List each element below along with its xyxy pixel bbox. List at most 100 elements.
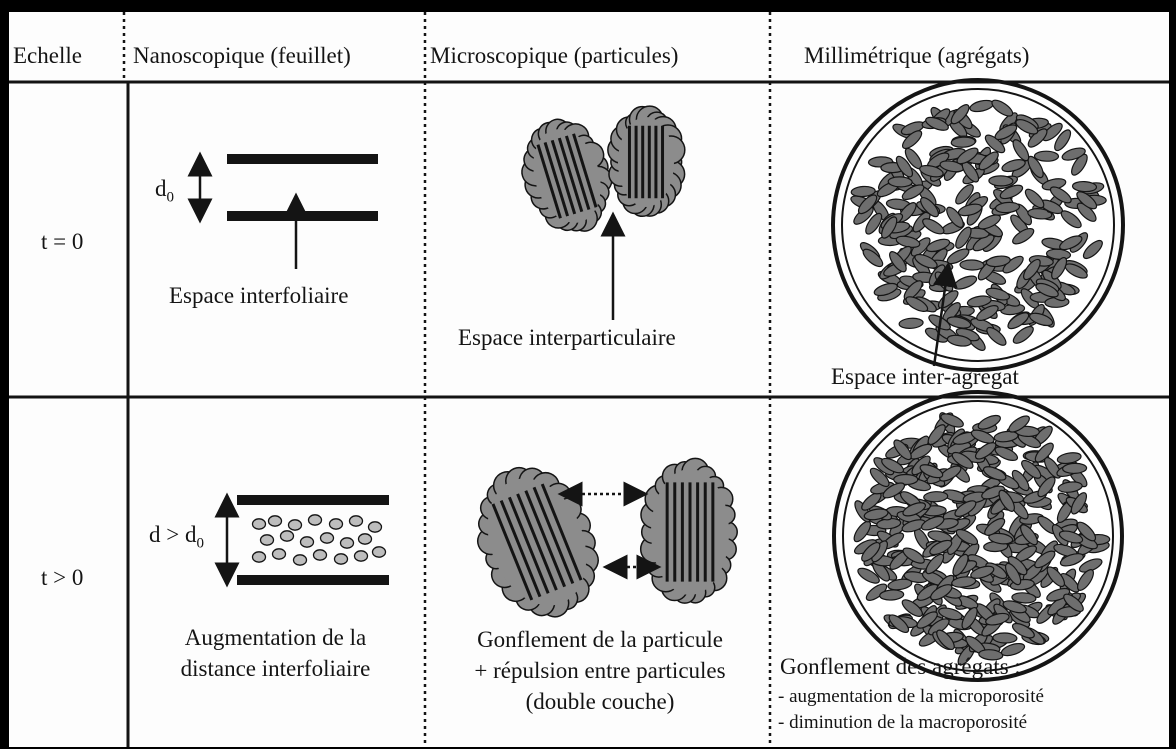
grain — [1076, 521, 1097, 542]
clay-sheet-line — [540, 483, 583, 581]
micro-t1-caption: Gonflement de la particule + répulsion e… — [474, 627, 726, 714]
aggregate-grains-t1 — [853, 412, 1111, 666]
clay-sheet-line — [572, 133, 598, 208]
grain — [959, 259, 985, 271]
grain — [994, 124, 1018, 141]
grain — [925, 553, 945, 575]
grain — [961, 606, 978, 630]
grain — [1071, 153, 1088, 176]
grain — [1051, 257, 1068, 280]
grain — [882, 482, 906, 499]
header-nanoscopic: Nanoscopique (feuillet) — [133, 43, 351, 68]
grain — [1001, 159, 1026, 173]
grain — [994, 446, 1019, 461]
sheet-bottom-swollen — [237, 575, 389, 585]
grain — [926, 238, 951, 253]
grain — [850, 185, 876, 198]
clay-sheet-line — [543, 142, 570, 217]
grain — [976, 305, 999, 321]
grain — [955, 226, 972, 249]
grain — [887, 176, 913, 188]
grain — [1070, 492, 1088, 515]
ion — [312, 549, 328, 561]
row-label-t0: t = 0 — [41, 229, 84, 254]
ion — [279, 530, 295, 542]
grain — [1046, 587, 1071, 602]
grain — [1037, 476, 1056, 498]
grain — [1004, 562, 1022, 586]
milli-t1-title: Gonflement des agrégats : — [780, 654, 1021, 679]
grain — [879, 589, 905, 601]
milli-t1-item-microporosity: - augmentation de la microporosité — [778, 686, 1044, 707]
swelling-scales-table: Echelle Nanoscopique (feuillet) Microsco… — [9, 12, 1169, 747]
grain — [1012, 227, 1035, 245]
grain — [893, 473, 919, 486]
grain — [946, 334, 972, 347]
d0-label: d0 — [155, 176, 174, 206]
grain — [1054, 129, 1072, 152]
grain — [1071, 180, 1098, 193]
grain — [978, 649, 1004, 661]
grain — [901, 130, 923, 150]
clay-sheet-line — [564, 135, 591, 210]
ion — [319, 532, 335, 544]
grain — [925, 116, 949, 131]
grain — [857, 194, 878, 215]
grain — [901, 599, 923, 617]
grain — [1020, 524, 1038, 546]
grain — [923, 491, 949, 503]
grain — [919, 464, 944, 479]
grain — [939, 465, 962, 482]
grain — [919, 164, 944, 178]
clay-sheet-line — [524, 490, 567, 588]
grain — [952, 553, 969, 577]
grain — [999, 184, 1024, 200]
ion — [371, 546, 387, 558]
grain — [861, 541, 881, 562]
grain — [978, 151, 999, 171]
grain — [922, 218, 945, 235]
grain — [1000, 642, 1026, 657]
clay-sheet-line — [532, 486, 575, 584]
grain — [991, 99, 1014, 117]
grain — [1059, 553, 1084, 567]
particle-upright-t0 — [607, 105, 686, 218]
grain — [920, 196, 939, 218]
clay-sheet-line — [550, 139, 577, 215]
grain — [898, 317, 924, 329]
sheet-top-swollen — [237, 495, 389, 505]
grain — [981, 485, 1006, 500]
grain — [1015, 119, 1039, 135]
diagram-canvas — [9, 12, 1169, 747]
interfoliar-space-label: Espace interfoliaire — [169, 283, 349, 308]
particle-tilted-swollen — [476, 466, 599, 618]
grain — [1034, 442, 1054, 463]
particles-t0 — [521, 105, 686, 320]
ion — [259, 534, 275, 546]
grain — [1059, 235, 1083, 251]
d-greater-d0-label: d > d0 — [149, 522, 204, 552]
grain — [955, 184, 974, 205]
grain — [946, 206, 964, 228]
sheet-top — [227, 154, 378, 164]
ion — [339, 537, 355, 549]
header-scale: Echelle — [13, 43, 82, 68]
ion — [267, 515, 283, 527]
grain — [929, 539, 953, 556]
grain — [982, 466, 1007, 481]
grain — [1007, 312, 1030, 330]
ion — [292, 554, 308, 566]
grain — [1035, 282, 1059, 298]
ion — [299, 536, 315, 548]
grain — [998, 489, 1015, 512]
particles-t1 — [476, 457, 738, 618]
grain — [1012, 325, 1034, 344]
grain — [857, 567, 880, 584]
grain — [1060, 573, 1080, 593]
particle-tilted-t0 — [521, 118, 613, 232]
grain — [873, 282, 898, 297]
grain — [1060, 210, 1082, 229]
grain — [863, 508, 889, 521]
grain — [1049, 186, 1072, 204]
grain — [977, 414, 1001, 430]
